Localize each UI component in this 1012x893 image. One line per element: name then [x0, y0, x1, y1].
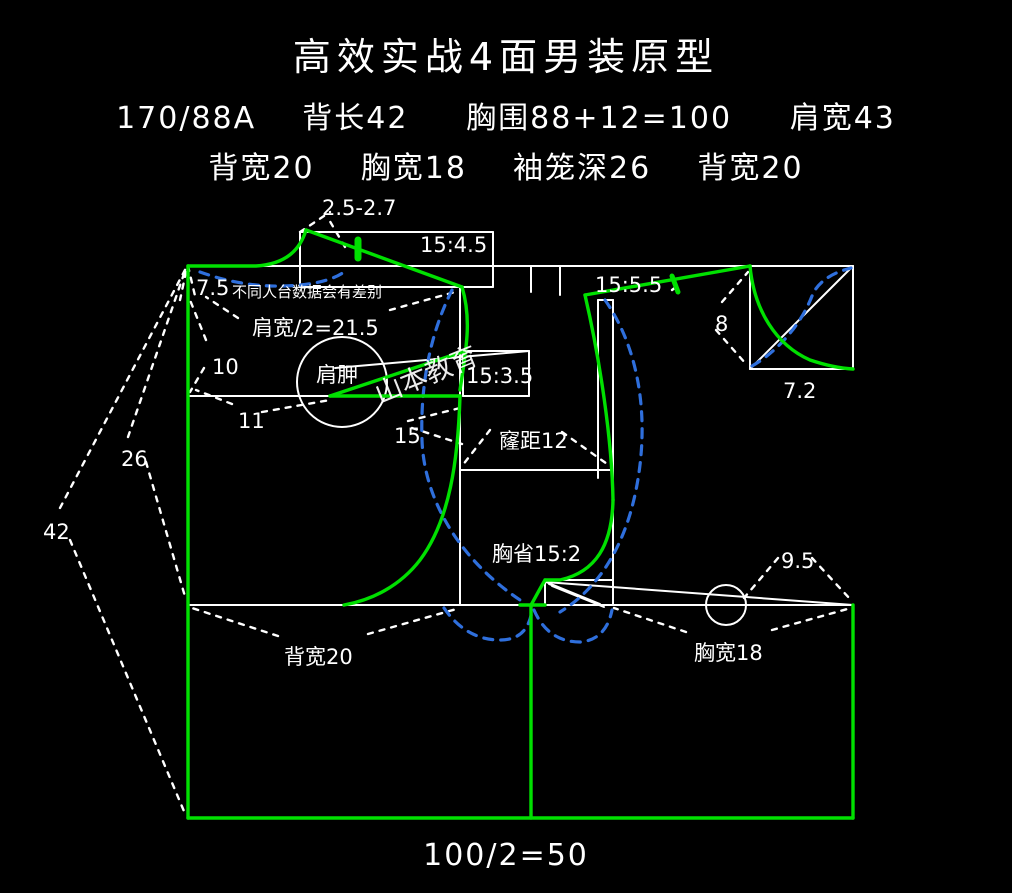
label-front-neck-width: 7.2: [783, 379, 817, 403]
label-back-width-bottom: 背宽20: [284, 645, 353, 669]
label-back-neck-drop: 10: [212, 355, 239, 379]
label-armhole-depth-total: 26: [121, 447, 148, 471]
label-chest-width-bottom: 胸宽18: [694, 641, 763, 665]
spec-line-1: 170/88A 背长42 胸围88+12=100 肩宽43: [116, 101, 896, 136]
label-back-shoulder-ratio: 15:4.5: [420, 233, 488, 257]
spec-line-2: 背宽20 胸宽18 袖笼深26 背宽20: [208, 151, 804, 186]
label-half-shoulder-width: 肩宽/2=21.5: [252, 316, 379, 340]
label-back-length: 42: [43, 520, 70, 544]
half-bust-caption: 100/2=50: [423, 838, 589, 873]
label-back-neck-rise: 2.5-2.7: [322, 196, 397, 220]
label-back-neck-width: 7.5: [196, 276, 230, 300]
label-front-shoulder-ratio: 15:5.5: [595, 273, 663, 297]
label-bust-dart-ratio: 胸省15:2: [492, 542, 582, 566]
label-front-neck-depth: 8: [715, 312, 729, 336]
dimension-leaders: [58, 210, 853, 818]
pattern-outline: [186, 228, 855, 820]
label-armhole-gap: 窿距12: [499, 429, 568, 453]
page-title: 高效实战4面男装原型: [292, 35, 720, 79]
label-back-width-upper: 11: [238, 409, 265, 433]
label-scapula: 肩胛: [316, 363, 358, 387]
label-side-seam-offset: 9.5: [781, 549, 815, 573]
label-body-note: 不同人台数据会有差别: [232, 283, 383, 301]
label-back-dart-ratio: 15:3.5: [466, 364, 534, 388]
body-reference-curves: [198, 266, 853, 644]
label-armhole-depth-mark: 15: [394, 424, 421, 448]
